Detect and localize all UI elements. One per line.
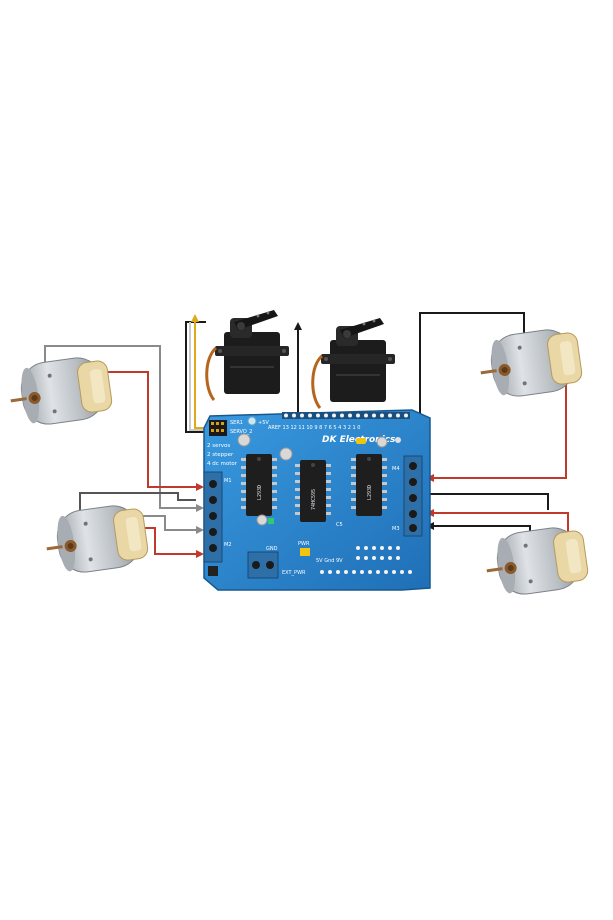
chip-right-label: L293D [367,485,373,500]
arrow-up-right [294,322,302,330]
digital-header [282,412,410,419]
analog-header [320,546,412,574]
terminal-label-m1: M1 [224,478,232,484]
power-pins-label: 5V Gnd 9V [316,558,343,564]
arrow-gray-m2 [196,526,204,534]
pin-number-row: AREF 13 12 11 10 9 8 7 6 5 4 3 2 1 0 [268,425,360,431]
servo-left-lead-white [189,322,214,431]
arrow-up-left [191,314,199,322]
arrow-red-m1 [196,483,204,491]
arrow-gray-m1 [196,504,204,512]
dc-motor-bottom-left [41,501,151,578]
wire-dark-bl [79,492,196,512]
pwr-label: PWR [298,541,310,547]
pwr-jumper [300,548,310,556]
wire-red-tl [95,371,196,488]
terminal-label-m2: M2 [224,542,232,548]
servo-header-2-label: SERVO_2 [230,429,252,435]
note-dc-motor: 4 dc motor [207,461,238,467]
servo-header [209,420,227,436]
note-stepper: 2 stepper [207,452,234,458]
servo-right [311,318,395,409]
chip-middle: 74HC595 [295,460,331,522]
power-led [247,416,257,426]
terminal-label-m4: M4 [392,466,400,472]
wire-gray-tl [44,345,196,509]
terminal-block-right [403,455,423,537]
servo-left-lead-orange [194,322,214,429]
chip-middle-label: 74HC595 [311,489,317,510]
arrow-red-m2 [196,550,204,558]
cap-label: C5 [336,522,343,528]
chip-left: L293D [241,454,277,516]
ext-power-terminal [247,551,279,579]
voltage-mark: +5V [258,420,269,426]
wire-red-br [433,512,569,540]
wire-black-br [430,493,549,510]
terminal-label-m3: M3 [392,526,400,532]
capacitors [237,433,401,526]
servo-header-1-label: SER1 [230,420,243,426]
chip-left-label: L293D [257,485,263,500]
dc-motor-bottom-right [481,523,591,600]
reset-button [208,566,218,576]
motor-shield-board: AREF 13 12 11 10 9 8 7 6 5 4 3 2 1 0 SER… [203,409,431,591]
chip-right: L293D [351,454,387,516]
terminal-block-left [203,471,223,563]
gnd-label: GND [266,546,278,552]
ext-pwr-label: EXT_PWR [282,570,306,576]
wire-black-tr [419,312,525,474]
note-servos: 2 servos [207,443,230,449]
dc-motor-top-right [475,325,585,402]
dc-motor-top-left [5,353,115,430]
servo-left [205,310,289,401]
